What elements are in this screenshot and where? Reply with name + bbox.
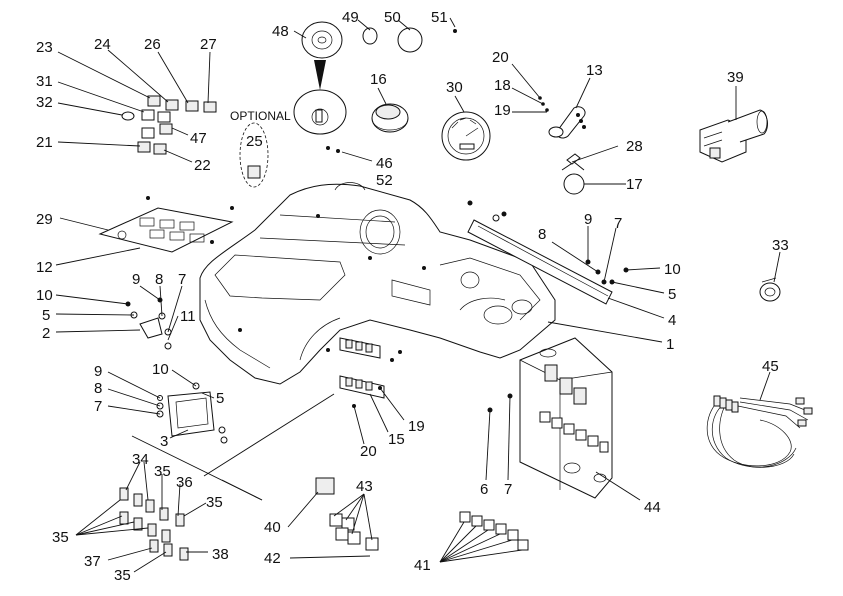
gauge-part-30 [441, 111, 491, 161]
callout-5-lower: 5 [216, 390, 224, 407]
relay-sockets-part-41 [459, 511, 529, 551]
callout-18: 18 [494, 77, 511, 94]
callout-52: 52 [376, 172, 393, 189]
leader-lines [55, 17, 781, 573]
switch-part-16 [371, 103, 409, 133]
callout-35-d: 35 [114, 567, 131, 584]
rail-part-4 [467, 200, 613, 305]
callout-37: 37 [84, 553, 101, 570]
callout-35-b: 35 [206, 494, 223, 511]
callout-8-lower: 8 [94, 380, 102, 397]
callout-7-bottom: 7 [504, 481, 512, 498]
callout-41: 41 [414, 557, 431, 574]
fuse-block-part-15 [339, 337, 385, 399]
callout-47: 47 [190, 130, 207, 147]
callout-19-lower: 19 [408, 418, 425, 435]
callout-7-left: 7 [178, 271, 186, 288]
callout-5-left: 5 [42, 307, 50, 324]
callout-10-left: 10 [36, 287, 53, 304]
fuses-group [119, 487, 189, 561]
switch-part-17 [561, 153, 585, 195]
callout-25: 25 [246, 133, 263, 150]
callout-22: 22 [194, 157, 211, 174]
dash-panel-part-1 [199, 182, 556, 385]
callout-39: 39 [727, 69, 744, 86]
callout-38: 38 [212, 546, 229, 563]
callout-21: 21 [36, 134, 53, 151]
callout-20-lower: 20 [360, 443, 377, 460]
callout-43: 43 [356, 478, 373, 495]
callout-9-right: 9 [584, 211, 592, 228]
bracket-part-2 [125, 297, 172, 350]
switch-plate-part-12 [98, 196, 234, 253]
callout-42: 42 [264, 550, 281, 567]
callout-45: 45 [762, 358, 779, 375]
callout-5-right: 5 [668, 286, 676, 303]
callout-29: 29 [36, 211, 53, 228]
ignition-switch-assembly [293, 21, 457, 153]
callout-48: 48 [272, 23, 289, 40]
callout-31: 31 [36, 73, 53, 90]
callout-8-right: 8 [538, 226, 546, 243]
callout-15: 15 [388, 431, 405, 448]
callout-26: 26 [144, 36, 161, 53]
callout-30: 30 [446, 79, 463, 96]
callout-2: 2 [42, 325, 50, 342]
connector-part-33 [759, 277, 781, 302]
callout-6: 6 [480, 481, 488, 498]
optional-label: OPTIONAL [230, 109, 291, 123]
callout-10-lower: 10 [152, 361, 169, 378]
callout-46: 46 [376, 155, 393, 172]
relays-group [315, 477, 379, 551]
motor-part-39 [699, 109, 768, 163]
wire-harness-part-45 [706, 395, 813, 468]
callout-3: 3 [160, 433, 168, 450]
callout-24: 24 [94, 36, 111, 53]
callout-labels: OPTIONAL 23 24 26 27 31 32 21 47 22 25 2… [36, 9, 789, 584]
callout-1: 1 [666, 336, 674, 353]
callout-33: 33 [772, 237, 789, 254]
callout-32: 32 [36, 94, 53, 111]
callout-16: 16 [370, 71, 387, 88]
bracket-part-3 [156, 382, 228, 444]
callout-9-lower: 9 [94, 363, 102, 380]
callout-40: 40 [264, 519, 281, 536]
callout-17: 17 [626, 176, 643, 193]
callout-49: 49 [342, 9, 359, 26]
callout-12: 12 [36, 259, 53, 276]
callout-9-left: 9 [132, 271, 140, 288]
relay-bracket-part-44 [519, 337, 613, 499]
callout-50: 50 [384, 9, 401, 26]
rocker-switches-group [121, 95, 217, 155]
callout-36: 36 [176, 474, 193, 491]
callout-8-left: 8 [155, 271, 163, 288]
callout-7-right: 7 [614, 215, 622, 232]
callout-35-a: 35 [154, 463, 171, 480]
callout-34: 34 [132, 451, 149, 468]
callout-35-c: 35 [52, 529, 69, 546]
callout-4: 4 [668, 312, 676, 329]
callout-44: 44 [644, 499, 661, 516]
optional-switch-part-25 [239, 122, 269, 188]
callout-7-lower: 7 [94, 398, 102, 415]
callout-23: 23 [36, 39, 53, 56]
screws-group [238, 259, 629, 413]
callout-19-top: 19 [494, 102, 511, 119]
callout-10-right: 10 [664, 261, 681, 278]
callout-27: 27 [200, 36, 217, 53]
callout-11: 11 [180, 308, 196, 325]
callout-28: 28 [626, 138, 643, 155]
callout-20-top: 20 [492, 49, 509, 66]
callout-51: 51 [431, 9, 448, 26]
callout-13: 13 [586, 62, 603, 79]
